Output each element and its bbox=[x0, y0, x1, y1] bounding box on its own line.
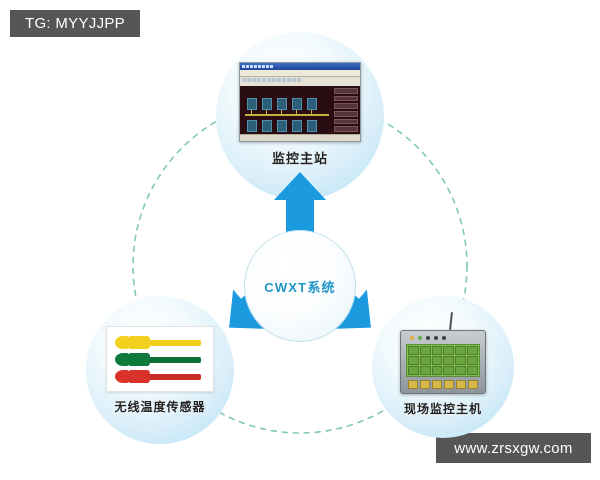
node-master-station-label: 监控主站 bbox=[271, 151, 328, 166]
sensor-green bbox=[115, 353, 201, 366]
node-wireless-sensor-label: 无线温度传感器 bbox=[114, 400, 206, 414]
hub-label: CWXT系统 bbox=[264, 279, 336, 295]
field-host-icon bbox=[400, 311, 486, 394]
monitor-titlebar bbox=[240, 63, 360, 70]
tag-watermark-badge: TG: MYYJJPP bbox=[10, 10, 140, 37]
monitor-screen bbox=[240, 86, 360, 134]
host-body bbox=[400, 330, 486, 394]
node-master-station[interactable]: 监控主站 bbox=[216, 32, 384, 200]
node-wireless-sensor[interactable]: 无线温度传感器 bbox=[86, 296, 234, 444]
host-keypad bbox=[406, 380, 480, 389]
sensor-red bbox=[115, 370, 201, 383]
monitor-statusbar bbox=[240, 134, 360, 141]
monitor-menubar bbox=[240, 70, 360, 77]
host-lcd-display bbox=[406, 344, 480, 377]
monitor-icon bbox=[239, 62, 361, 142]
site-watermark-badge: www.zrsxgw.com bbox=[436, 433, 591, 463]
host-indicator-row bbox=[406, 335, 480, 341]
scada-side-panel bbox=[334, 88, 358, 133]
sensor-yellow bbox=[115, 336, 201, 349]
node-field-host[interactable]: 现场监控主机 bbox=[372, 296, 514, 438]
antenna-icon bbox=[449, 311, 453, 331]
node-field-host-label: 现场监控主机 bbox=[403, 402, 482, 416]
scada-single-line-diagram bbox=[242, 88, 332, 132]
hub-circle[interactable]: CWXT系统 bbox=[244, 230, 356, 342]
wireless-sensor-icon bbox=[106, 326, 214, 392]
monitor-toolbar bbox=[240, 77, 360, 86]
